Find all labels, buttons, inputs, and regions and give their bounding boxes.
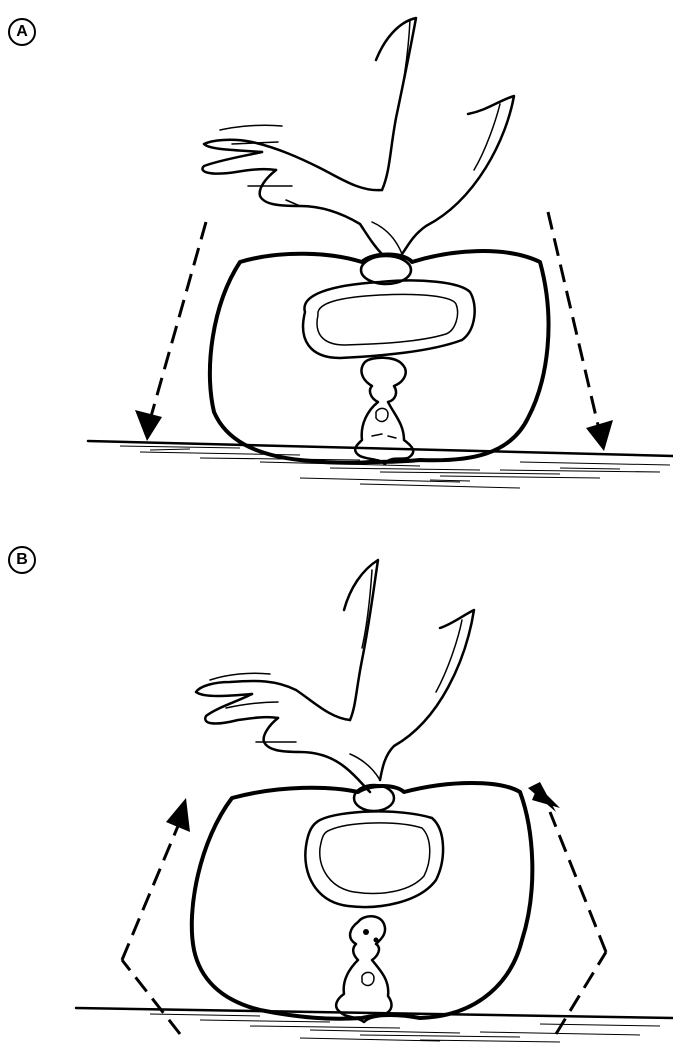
recoil-arrow-right [528, 782, 606, 1034]
floor-surface [76, 1008, 673, 1042]
panel-a-drawing [0, 0, 673, 520]
rescuer-hands [196, 560, 474, 792]
panel-a-illustration: A [0, 0, 673, 520]
rescuer-hands [202, 18, 514, 254]
compression-arrow-left [135, 222, 206, 441]
compression-arrow-right [548, 212, 613, 451]
panel-b-illustration: B [0, 530, 673, 1051]
floor-surface [88, 441, 673, 488]
vertebra [336, 916, 391, 1022]
sternum [354, 785, 394, 811]
recoil-arrow-left [122, 798, 190, 1034]
heart [305, 811, 443, 907]
heart [303, 280, 475, 358]
panel-b-drawing [0, 530, 673, 1051]
